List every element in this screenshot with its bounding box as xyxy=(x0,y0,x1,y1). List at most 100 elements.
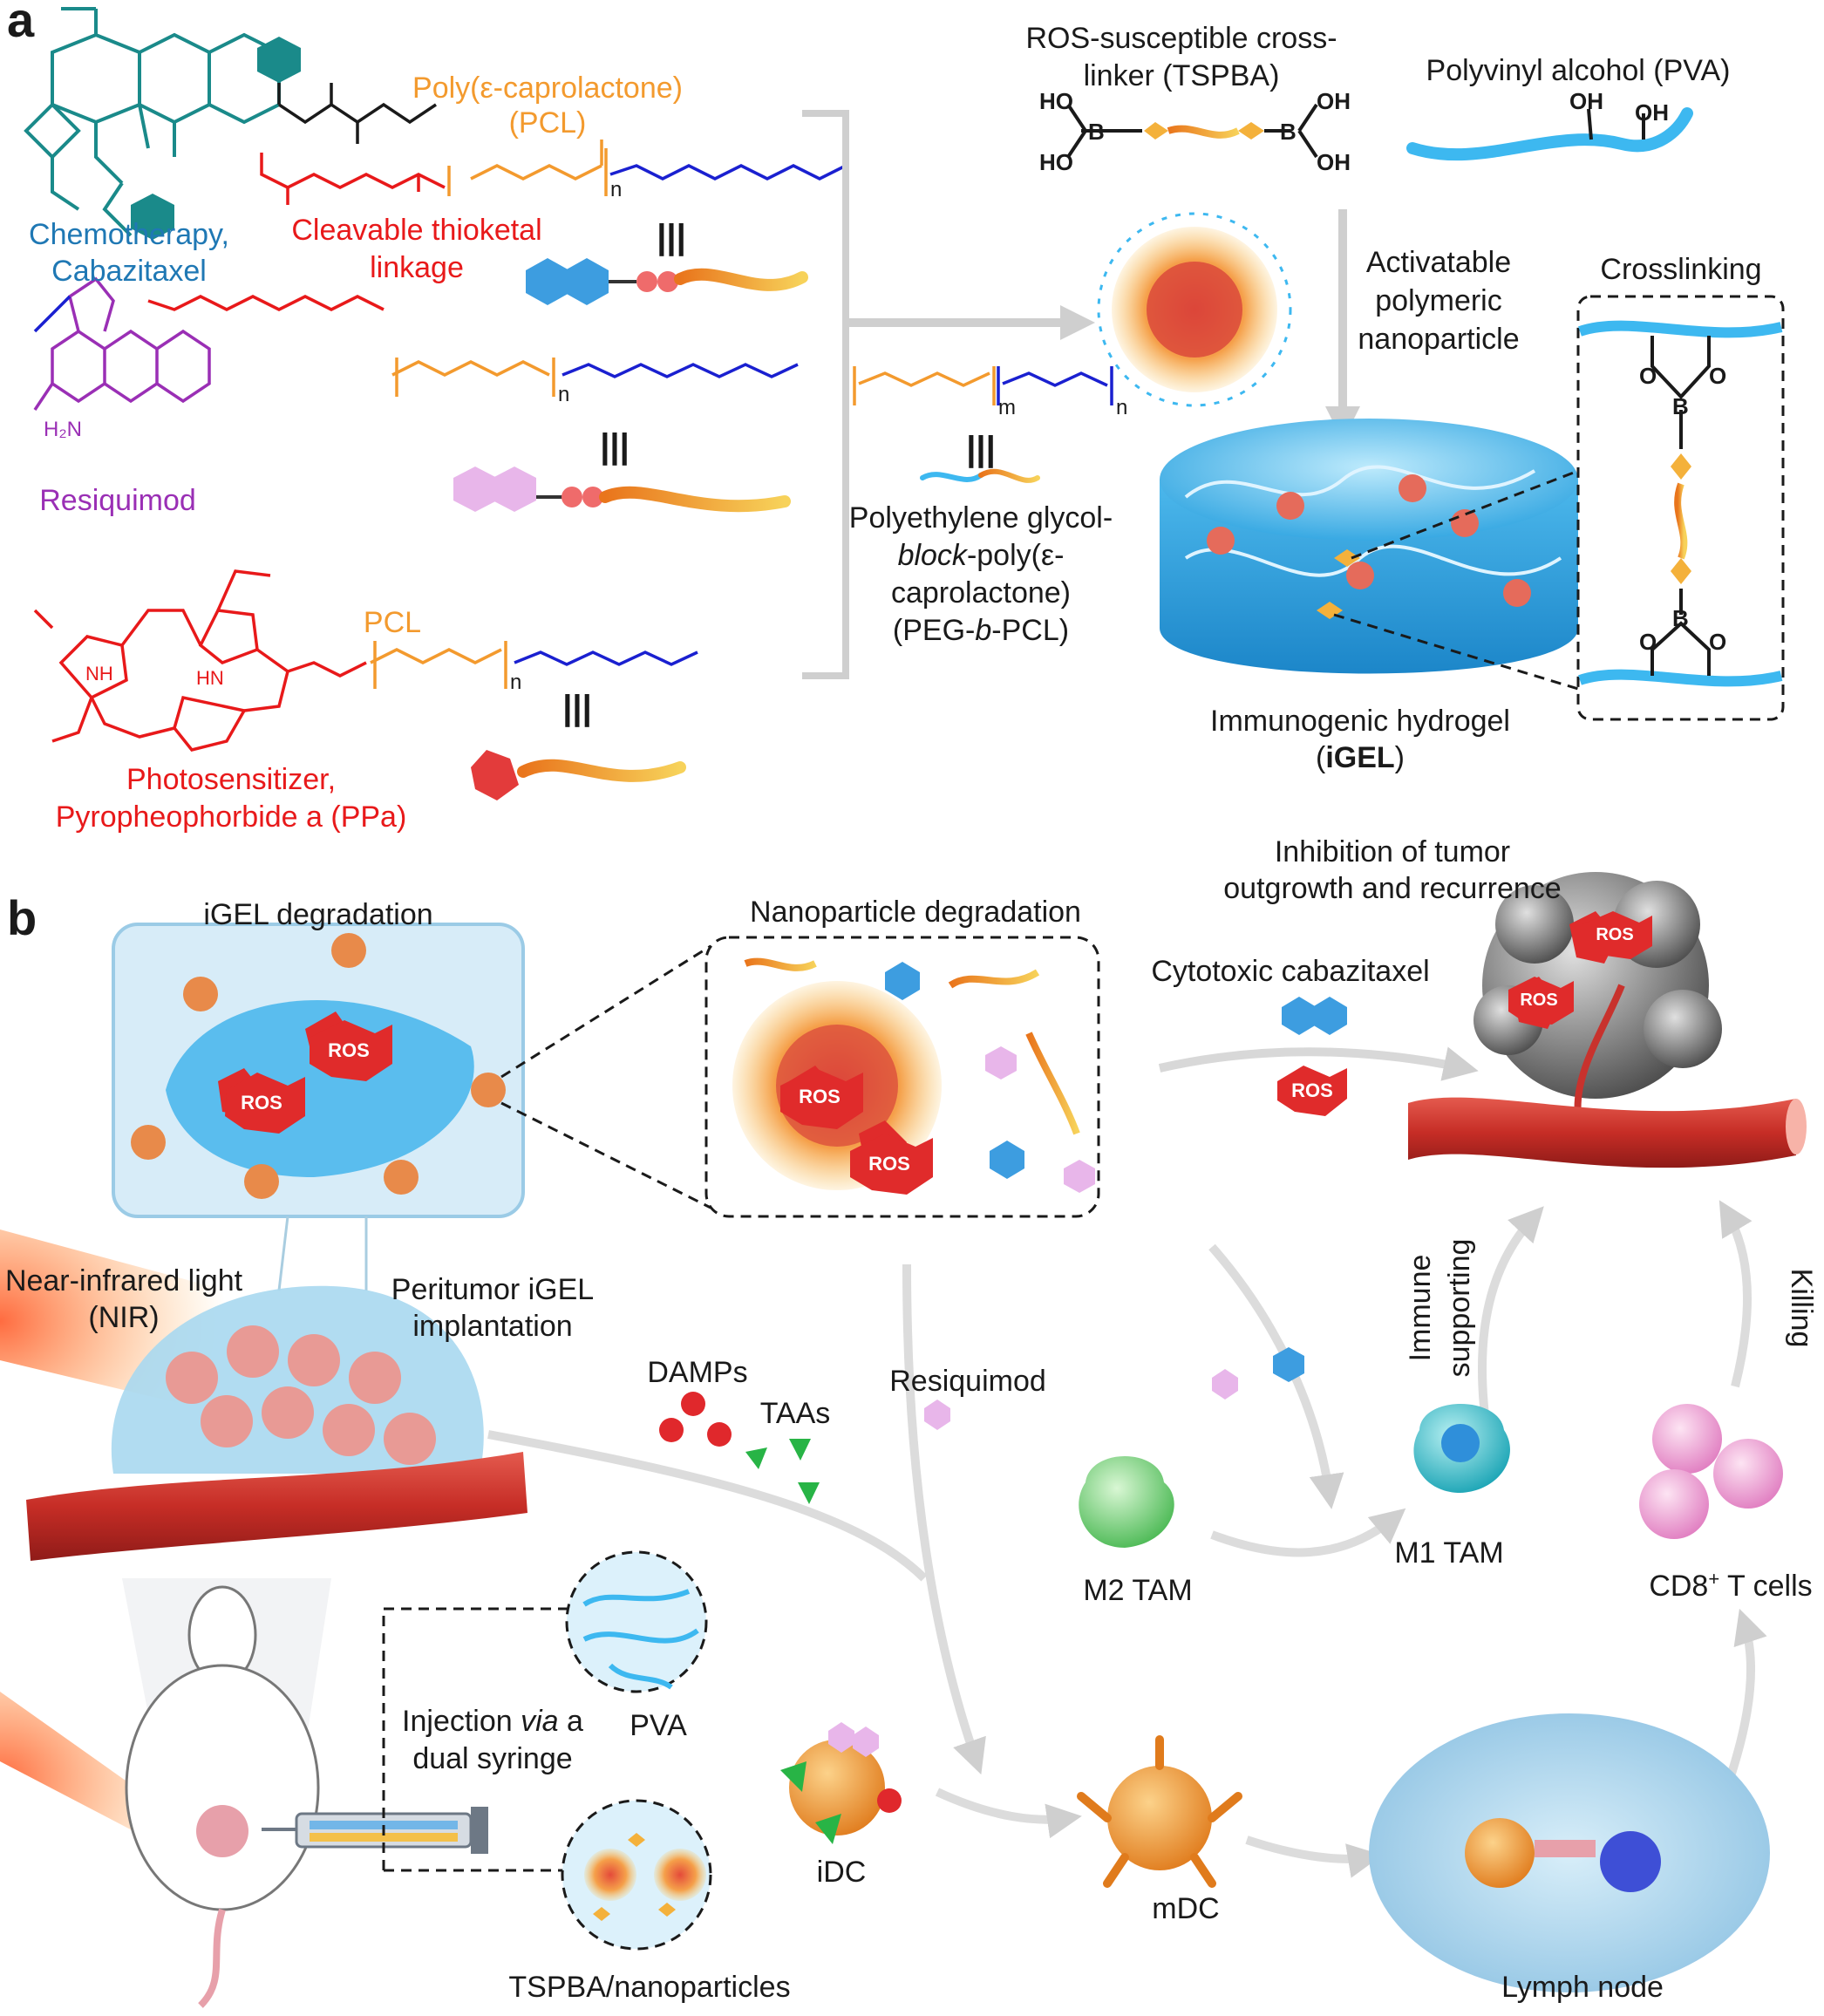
tspba-oh-bottom: OH xyxy=(1317,149,1351,175)
cd8-label-pre: CD8 xyxy=(1649,1570,1708,1603)
equiv-2: ||| xyxy=(600,427,630,466)
resiquimod-conjugate-cartoon xyxy=(453,467,791,513)
peg-pcl-subscript-m: m xyxy=(998,396,1016,419)
inhibition-label-line1: Inhibition of tumor xyxy=(1275,835,1510,868)
peg-pcl-line4-italic: b xyxy=(975,614,991,647)
pva-structure xyxy=(1406,107,1693,161)
igel-degradation-box xyxy=(112,923,525,1218)
equiv-1: ||| xyxy=(657,218,686,256)
hydrogel-paren-close: ) xyxy=(1395,741,1405,774)
implant-label-line2: implantation xyxy=(412,1310,572,1343)
immune-label-line1: Immune xyxy=(1404,1255,1437,1362)
inhibition-label-line2: outgrowth and recurrence xyxy=(1223,872,1561,905)
syringe-dashed-connector xyxy=(382,1607,571,1872)
peg-pcl-line2-italic: block xyxy=(898,539,969,572)
tspba-np-label: TSPBA/nanoparticles xyxy=(508,1971,790,2004)
mdc-cell xyxy=(1077,1735,1242,1888)
nir-label-line1: Near-infrared light xyxy=(5,1264,243,1297)
tspba-b-right: B xyxy=(1280,119,1297,145)
cd8-label-post: T cells xyxy=(1719,1570,1812,1603)
crosslinking-o-top-right: O xyxy=(1709,363,1726,389)
implant-blood-vessel xyxy=(26,1452,527,1561)
cytotoxic-label: Cytotoxic cabazitaxel xyxy=(1151,955,1429,988)
arrow-to-tumor xyxy=(1158,1046,1479,1081)
peg-pcl-line4: (PEG-b-PCL) xyxy=(893,614,1069,647)
tspba-structure xyxy=(1066,103,1318,159)
ros-text-6: ROS xyxy=(1596,925,1633,944)
ros-badge-free xyxy=(1277,1066,1347,1116)
tspba-circle xyxy=(561,1799,712,1951)
implant-label-line1: Peritumor iGEL xyxy=(391,1273,594,1306)
pva-circle xyxy=(565,1550,708,1693)
idc-label: iDC xyxy=(817,1856,867,1889)
mouse-illustration xyxy=(122,1578,331,2008)
nanoparticle-label-line3: nanoparticle xyxy=(1358,323,1519,356)
ros-text-7: ROS xyxy=(1520,991,1557,1010)
nanoparticle-degradation-title: Nanoparticle degradation xyxy=(750,896,1081,929)
peg-pcl-line4-post: -PCL) xyxy=(991,614,1069,647)
igel-zoom-cone xyxy=(277,1216,368,1291)
nir-label-line2: (NIR) xyxy=(88,1301,159,1334)
injection-pre: Injection xyxy=(402,1705,521,1738)
crosslinking-box xyxy=(1576,295,1785,721)
ppa-label-line1: Photosensitizer, xyxy=(126,763,336,796)
m2-tam-label: M2 TAM xyxy=(1083,1574,1192,1607)
crosslinking-o-bottom-left: O xyxy=(1639,629,1657,655)
peg-pcl-line3: caprolactone) xyxy=(891,576,1071,610)
peg-pcl-line1: Polyethylene glycol- xyxy=(849,501,1113,535)
equiv-4: ||| xyxy=(966,430,996,468)
ros-text-4: ROS xyxy=(868,1153,910,1175)
ppa-conjugate-cartoon xyxy=(471,750,686,800)
chemotherapy-label-line1: Chemotherapy, xyxy=(29,218,229,251)
crosslinking-o-bottom-right: O xyxy=(1709,629,1726,655)
cd8-t-cells xyxy=(1639,1404,1783,1539)
peg-pcl-subscript-n: n xyxy=(1116,396,1127,419)
ros-text-1: ROS xyxy=(241,1092,282,1114)
pva-label-b: PVA xyxy=(630,1709,687,1742)
ppa-pcl-label: PCL xyxy=(364,606,421,639)
peg-pcl-line2: block-poly(ε- xyxy=(898,539,1065,572)
ros-text-2: ROS xyxy=(328,1039,370,1061)
m1-tam-label: M1 TAM xyxy=(1394,1536,1503,1570)
crosslinking-b-bottom: B xyxy=(1672,605,1689,631)
subscript-n-2: n xyxy=(558,383,569,406)
chemotherapy-label-line2: Cabazitaxel xyxy=(51,255,207,288)
injection-label-line1: Injection via a xyxy=(402,1705,583,1738)
benzoyl-ring xyxy=(131,194,174,240)
resiquimod-h2n: H₂N xyxy=(44,418,82,441)
resiquimod-ether xyxy=(33,295,71,333)
damps-label: DAMPs xyxy=(647,1356,747,1389)
igel-degradation-title: iGEL degradation xyxy=(203,898,432,931)
cabazitaxel-molecule xyxy=(1282,997,1347,1035)
subscript-n-3: n xyxy=(510,671,521,694)
tumor-blood-vessel xyxy=(1408,1097,1807,1168)
hydrogel-igel-bold: iGEL xyxy=(1325,741,1394,774)
cabazitaxel-side-chain xyxy=(277,83,437,144)
nanoparticle-label-line1: Activatable xyxy=(1366,246,1511,279)
thioketal-linker-1 xyxy=(260,153,446,205)
damps-particles xyxy=(659,1392,732,1447)
hydrogel-disc xyxy=(1160,419,1578,674)
idc-cell xyxy=(780,1722,902,1844)
panel-b-letter: b xyxy=(7,890,37,945)
implanted-igel xyxy=(111,1285,484,1474)
peg-pcl-line4-pre: (PEG- xyxy=(893,614,975,647)
resiquimod-structure xyxy=(33,276,211,411)
mdc-label: mDC xyxy=(1152,1892,1219,1925)
tspba-ho-bottom: HO xyxy=(1039,149,1073,175)
ppa-label-line2: Pyropheophorbide a (PPa) xyxy=(56,800,407,834)
pcl-chain-3 xyxy=(370,641,507,689)
immune-label-line2: supporting xyxy=(1443,1239,1476,1378)
tspba-title-line1: ROS-susceptible cross- xyxy=(1025,22,1337,55)
cd8-label: CD8+ T cells xyxy=(1649,1568,1812,1603)
injection-label-line2: dual syringe xyxy=(412,1742,572,1775)
thioketal-label-line1: Cleavable thioketal xyxy=(291,214,541,247)
zoom-dashed-lines xyxy=(1333,469,1579,691)
peg-chain-2 xyxy=(561,363,799,378)
subscript-n-1: n xyxy=(610,178,622,201)
resiquimod-molecules xyxy=(924,1347,1304,1430)
injection-post: a xyxy=(559,1705,583,1738)
pva-oh-1: OH xyxy=(1569,88,1603,114)
tspba-oh-top: OH xyxy=(1317,88,1351,114)
